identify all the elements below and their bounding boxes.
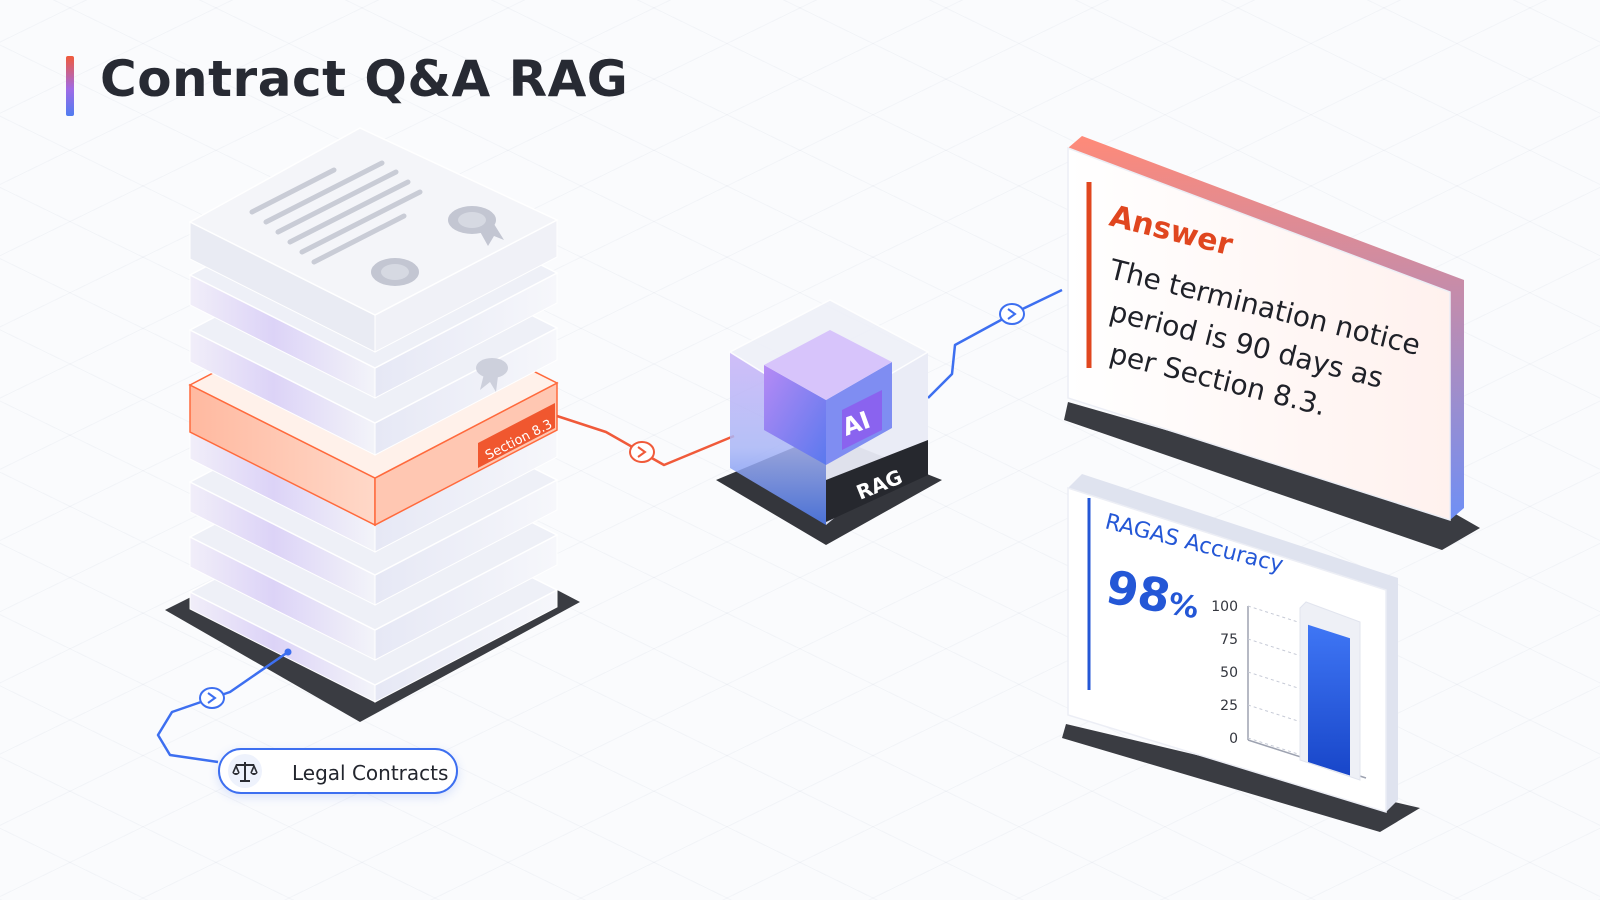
chart-tick-label: 75 xyxy=(1220,632,1238,648)
scales-icon xyxy=(228,754,262,788)
section-tag xyxy=(478,403,555,468)
answer-connector-line xyxy=(927,288,1063,399)
chart-tick-label: 100 xyxy=(1211,599,1238,615)
answer-connector-arrow xyxy=(999,303,1025,325)
seal-icon xyxy=(371,258,419,286)
source-connector-line xyxy=(156,650,289,764)
accuracy-value: 98% xyxy=(1102,560,1204,630)
seal-icon xyxy=(448,206,504,246)
rag-engine-cube: AI RAG xyxy=(716,299,942,545)
accuracy-panel-shadow xyxy=(1062,724,1420,832)
accuracy-bar xyxy=(1308,624,1350,776)
source-connector-arrow xyxy=(199,687,225,709)
inner-ai-cube xyxy=(764,330,892,465)
chart-tick-labels: 100 75 50 25 0 xyxy=(1211,599,1238,747)
top-contract-document xyxy=(188,127,559,353)
answer-panel: Answer The termination notice period is … xyxy=(1064,136,1480,550)
accuracy-value-number: 98 xyxy=(1102,560,1174,624)
document-text-lines xyxy=(249,160,423,265)
source-pill[interactable]: Legal Contracts xyxy=(218,748,458,794)
accuracy-value-unit: % xyxy=(1166,587,1202,627)
chart-tick-label: 50 xyxy=(1220,665,1238,681)
chart-tick-label: 25 xyxy=(1220,698,1238,714)
chart-tick-label: 0 xyxy=(1229,731,1238,747)
retrieval-connector-arrow xyxy=(629,441,655,463)
answer-panel-shadow xyxy=(1064,402,1480,550)
title-accent-bar xyxy=(66,56,74,116)
accuracy-bar-chart: 100 75 50 25 0 xyxy=(1211,599,1367,781)
rag-label-band xyxy=(826,440,928,522)
ai-chip xyxy=(842,390,882,450)
page-title: Contract Q&A RAG xyxy=(100,50,629,108)
contract-stack: Section 8.3 xyxy=(165,127,580,722)
seal-icon xyxy=(476,358,508,392)
source-pill-label: Legal Contracts xyxy=(292,761,449,785)
